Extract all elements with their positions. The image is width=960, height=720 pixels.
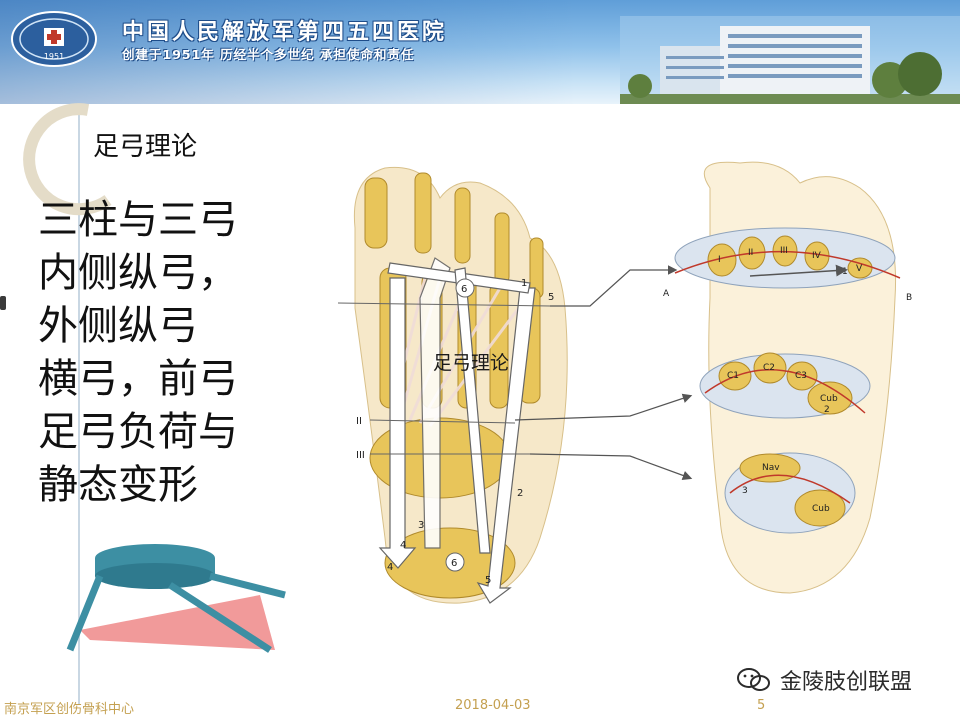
- fig-label: 3: [742, 486, 748, 496]
- body-line: 三柱与三弓: [38, 197, 238, 243]
- fig-num: 2: [517, 488, 523, 499]
- watermark-text: 金陵肢创联盟: [780, 670, 913, 695]
- fig-roman: I: [330, 298, 331, 309]
- foot-sole-sections: I II III IV V A B 1 C1 C2 C3 Cub 2 Nav C…: [663, 161, 912, 594]
- fig-num: 5: [485, 575, 491, 586]
- banner-subtitle: 创建于1951年 历经半个多世纪 承担使命和责任: [122, 47, 415, 62]
- body-line: 静态变形: [38, 462, 198, 508]
- header-banner: 1951 中国人民解放军第四五四医院 创建于1951年 历经半个多世纪 承担使命…: [0, 0, 960, 104]
- footer-org: 南京军区创伤骨科中心: [4, 702, 135, 717]
- fig-label: B: [906, 293, 912, 303]
- fig-label: Cub: [820, 394, 838, 404]
- body-text: 三柱与三弓 内侧纵弓， 外侧纵弓 横弓，前弓 足弓负荷与 静态变形: [38, 194, 238, 512]
- fig-num: 6: [461, 284, 467, 295]
- fig-roman: III: [356, 450, 365, 461]
- wechat-watermark: 金陵肢创联盟: [736, 664, 912, 696]
- body-line: 内侧纵弓，: [38, 250, 238, 296]
- fig-roman: II: [356, 416, 362, 427]
- fig-label: Cub: [812, 504, 830, 514]
- figure-overlay-label: 足弓理论: [433, 352, 510, 374]
- nav-marker: [0, 296, 6, 310]
- fig-label: Nav: [762, 463, 780, 473]
- body-line: 足弓负荷与: [38, 409, 238, 455]
- fig-num: 5: [548, 292, 554, 303]
- fig-label: 2: [824, 405, 830, 415]
- fig-label: IV: [812, 251, 822, 261]
- fig-label: C2: [763, 363, 775, 373]
- footer-date: 2018-04-03: [455, 698, 531, 713]
- page-number: 5: [757, 698, 766, 713]
- fig-label: I: [718, 255, 721, 265]
- fig-label: V: [856, 264, 863, 274]
- fig-num: 4: [387, 562, 393, 573]
- fig-num: 4: [400, 540, 406, 551]
- hospital-logo: 1951: [11, 11, 97, 67]
- fig-num: 1: [521, 278, 527, 289]
- fig-label: C1: [727, 371, 739, 381]
- logo-text: 1951: [44, 52, 64, 61]
- body-line: 外侧纵弓: [38, 303, 198, 349]
- wechat-icon: [737, 668, 770, 691]
- left-divider: [78, 104, 80, 704]
- section-title: 足弓理论: [93, 132, 198, 162]
- fig-label: C3: [795, 371, 807, 381]
- fig-num: 6: [451, 558, 457, 569]
- banner-title: 中国人民解放军第四五四医院: [122, 19, 448, 44]
- decorative-table-graphic: [66, 544, 286, 653]
- foot-skeleton-plantar: 6 1 5 4 3 2 4 6 5 I II III: [330, 166, 568, 604]
- hospital-building-image: [620, 16, 960, 104]
- fig-label: 1: [842, 267, 848, 277]
- fig-num: 3: [418, 520, 424, 531]
- fig-label: III: [780, 246, 788, 256]
- fig-label: II: [748, 248, 753, 258]
- fig-label: A: [663, 289, 670, 299]
- decorative-arc: [23, 103, 112, 216]
- body-line: 横弓，前弓: [38, 356, 238, 402]
